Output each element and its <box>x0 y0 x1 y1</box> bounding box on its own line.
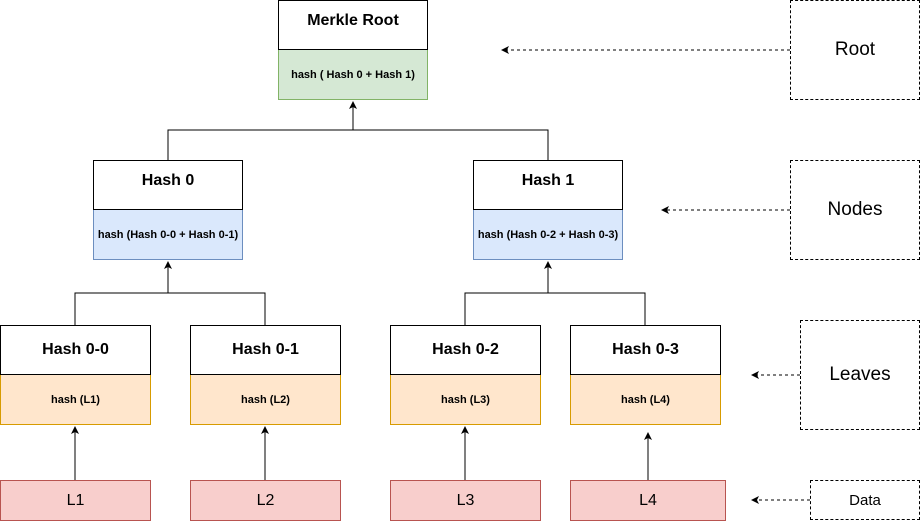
leaf-hash-0-0: Hash 0-0 hash (L1) <box>0 325 151 425</box>
merkle-root-title: Merkle Root <box>278 0 428 50</box>
data-block-l2: L2 <box>190 480 341 521</box>
connector-leaves-to-hash-1 <box>464 262 646 325</box>
level-label-data: Data <box>810 480 920 520</box>
leaf-hash-0-3-title: Hash 0-3 <box>570 325 721 375</box>
data-block-l1: L1 <box>0 480 151 521</box>
leaf-hash-0-2-title: Hash 0-2 <box>390 325 541 375</box>
data-block-l3: L3 <box>390 480 541 521</box>
leaf-hash-0-3-formula: hash (L4) <box>570 375 721 425</box>
leaf-hash-0-3: Hash 0-3 hash (L4) <box>570 325 721 425</box>
leaf-hash-0-2-formula: hash (L3) <box>390 375 541 425</box>
leaf-hash-0-1-formula: hash (L2) <box>190 375 341 425</box>
connector-leaves-to-hash-0 <box>74 262 266 325</box>
leaf-hash-0-1-title: Hash 0-1 <box>190 325 341 375</box>
merkle-root-formula: hash ( Hash 0 + Hash 1) <box>278 50 428 100</box>
hash-1-title: Hash 1 <box>473 160 623 210</box>
level-label-root: Root <box>790 0 920 100</box>
hash-1-formula: hash (Hash 0-2 + Hash 0-3) <box>473 210 623 260</box>
leaf-hash-0-2: Hash 0-2 hash (L3) <box>390 325 541 425</box>
hash-0-node: Hash 0 hash (Hash 0-0 + Hash 0-1) <box>93 160 243 260</box>
leaf-hash-0-0-title: Hash 0-0 <box>0 325 151 375</box>
merkle-root-node: Merkle Root hash ( Hash 0 + Hash 1) <box>278 0 428 100</box>
leaf-hash-0-1: Hash 0-1 hash (L2) <box>190 325 341 425</box>
level-label-nodes: Nodes <box>790 160 920 260</box>
connector-nodes-to-root <box>167 102 549 160</box>
hash-0-title: Hash 0 <box>93 160 243 210</box>
level-label-leaves: Leaves <box>800 320 920 430</box>
hash-1-node: Hash 1 hash (Hash 0-2 + Hash 0-3) <box>473 160 623 260</box>
hash-0-formula: hash (Hash 0-0 + Hash 0-1) <box>93 210 243 260</box>
leaf-hash-0-0-formula: hash (L1) <box>0 375 151 425</box>
data-block-l4: L4 <box>570 480 726 521</box>
